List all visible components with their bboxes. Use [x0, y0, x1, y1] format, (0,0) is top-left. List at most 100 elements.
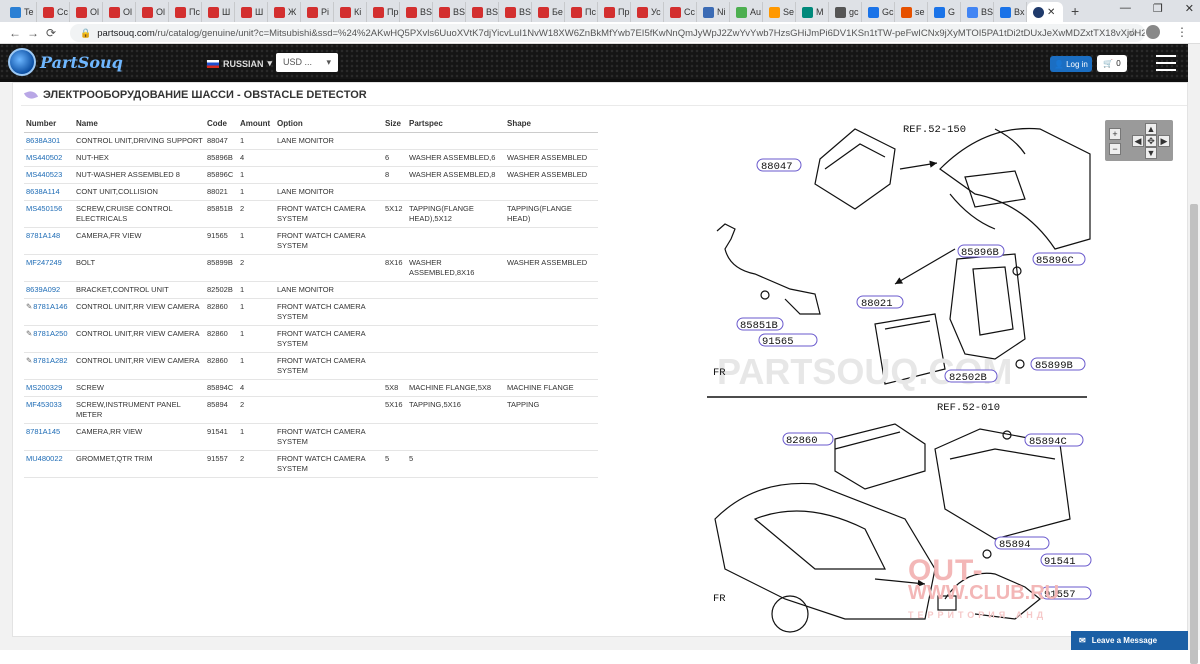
reload-button[interactable]: ⟳ — [45, 25, 57, 40]
browser-tab[interactable]: Пс — [169, 2, 202, 22]
browser-tab[interactable]: BS — [466, 2, 499, 22]
browser-tab[interactable]: Пр — [367, 2, 400, 22]
col-option[interactable]: Option — [275, 116, 383, 133]
callout-88047[interactable]: 88047 — [756, 158, 802, 173]
part-number-link[interactable]: MF247249 — [24, 254, 74, 282]
callout-85894[interactable]: 85894 — [994, 536, 1050, 551]
part-number[interactable]: MS200329 — [26, 383, 63, 392]
browser-tab[interactable]: Ol — [136, 2, 169, 22]
currency-select[interactable]: USD ... ▾ — [276, 53, 338, 72]
part-number-link[interactable]: MS440523 — [24, 166, 74, 184]
part-number[interactable]: 8781A145 — [26, 427, 61, 436]
pan-left-button[interactable]: ◀ — [1132, 135, 1144, 147]
browser-tab[interactable]: Ol — [70, 2, 103, 22]
scrollbar-thumb[interactable] — [1190, 204, 1198, 664]
callout-91541[interactable]: 91541 — [1040, 553, 1092, 568]
browser-menu-icon[interactable]: ⋮ — [1176, 25, 1188, 39]
browser-tab[interactable]: Кі — [334, 2, 367, 22]
browser-tab[interactable]: Ш — [202, 2, 235, 22]
part-number[interactable]: 8781A148 — [26, 231, 61, 240]
callout-91565[interactable]: 91565 — [758, 333, 818, 348]
hamburger-menu-icon[interactable] — [1156, 55, 1176, 71]
parts-diagram[interactable]: PARTSOUQ.COM REF.52-150 88047 85896B 858… — [695, 99, 1095, 634]
label-ref-52-150[interactable]: REF.52-150 — [903, 124, 966, 136]
callout-85896c[interactable]: 85896C — [1032, 252, 1086, 267]
zoom-in-button[interactable]: + — [1109, 128, 1121, 140]
browser-tab[interactable]: Пр — [598, 2, 631, 22]
col-code[interactable]: Code — [205, 116, 238, 133]
browser-tab[interactable]: BS — [961, 2, 994, 22]
browser-tab[interactable]: Gc — [862, 2, 895, 22]
pan-down-button[interactable]: ▼ — [1145, 147, 1157, 159]
browser-tab[interactable]: Ol — [103, 2, 136, 22]
col-number[interactable]: Number — [24, 116, 74, 133]
browser-tab[interactable]: G — [928, 2, 961, 22]
cart-button[interactable]: 🛒 0 — [1097, 55, 1127, 72]
browser-tab[interactable]: gc — [829, 2, 862, 22]
part-number[interactable]: 8781A282 — [33, 356, 68, 365]
browser-tab[interactable]: Пс — [565, 2, 598, 22]
callout-82502b[interactable]: 82502B — [944, 369, 998, 384]
part-number[interactable]: MF247249 — [26, 258, 62, 267]
active-browser-tab[interactable]: ✕ — [1027, 2, 1063, 22]
page-scrollbar[interactable] — [1188, 44, 1200, 664]
pan-up-button[interactable]: ▲ — [1145, 123, 1157, 135]
minimize-button[interactable]: — — [1119, 2, 1131, 14]
col-shape[interactable]: Shape — [505, 116, 598, 133]
col-amount[interactable]: Amount — [238, 116, 275, 133]
pan-center-button[interactable]: ✥ — [1145, 135, 1157, 147]
part-number-link[interactable]: 8638A301 — [24, 132, 74, 150]
col-name[interactable]: Name — [74, 116, 205, 133]
col-size[interactable]: Size — [383, 116, 407, 133]
part-number[interactable]: MS450156 — [26, 204, 63, 213]
part-number[interactable]: MF453033 — [26, 400, 62, 409]
part-number-link[interactable]: 8638A114 — [24, 183, 74, 201]
browser-tab[interactable]: Ж — [268, 2, 301, 22]
browser-tab[interactable]: se — [895, 2, 928, 22]
login-button[interactable]: 👤 Log in — [1050, 56, 1092, 72]
browser-tab[interactable]: Au — [730, 2, 763, 22]
callout-85851b[interactable]: 85851B — [736, 317, 784, 332]
part-number-link[interactable]: 8781A148 — [24, 227, 74, 255]
part-number-link[interactable]: 8781A145 — [24, 423, 74, 451]
callout-85899b[interactable]: 85899B — [1030, 357, 1086, 372]
part-number-link[interactable]: MS450156 — [24, 200, 74, 228]
browser-tab[interactable]: Ус — [631, 2, 664, 22]
tab-close-icon[interactable]: ✕ — [1047, 6, 1056, 18]
part-number-link[interactable]: MS440502 — [24, 149, 74, 167]
col-partspec[interactable]: Partspec — [407, 116, 505, 133]
language-selector[interactable]: RUSSIAN ▾ — [207, 58, 272, 69]
part-number-link[interactable]: MS200329 — [24, 379, 74, 397]
close-window-button[interactable]: ✕ — [1184, 3, 1194, 15]
part-number-link[interactable]: ✎8781A146 — [24, 298, 74, 326]
part-number[interactable]: MU480022 — [26, 454, 63, 463]
browser-tab[interactable]: BS — [400, 2, 433, 22]
label-ref-52-010[interactable]: REF.52-010 — [937, 402, 1000, 414]
part-number-link[interactable]: MF453033 — [24, 396, 74, 424]
callout-85896b[interactable]: 85896B — [957, 244, 1005, 259]
callout-88021[interactable]: 88021 — [856, 295, 904, 310]
profile-avatar-icon[interactable] — [1146, 25, 1160, 39]
browser-tab[interactable]: Cc — [664, 2, 697, 22]
part-number[interactable]: 8638A114 — [26, 187, 60, 196]
bookmark-star-icon[interactable]: ☆ — [1128, 27, 1138, 39]
browser-tab[interactable]: M — [796, 2, 829, 22]
browser-tab[interactable]: Se — [763, 2, 796, 22]
pan-right-button[interactable]: ▶ — [1158, 135, 1170, 147]
browser-tab[interactable]: Рi — [301, 2, 334, 22]
browser-tab[interactable]: Bx — [994, 2, 1027, 22]
part-number[interactable]: 8781A250 — [33, 329, 68, 338]
browser-tab[interactable]: Te — [4, 2, 37, 22]
part-number-link[interactable]: 8639A092 — [24, 281, 74, 299]
part-number[interactable]: 8638A301 — [26, 136, 61, 145]
new-tab-button[interactable]: + — [1071, 3, 1080, 19]
